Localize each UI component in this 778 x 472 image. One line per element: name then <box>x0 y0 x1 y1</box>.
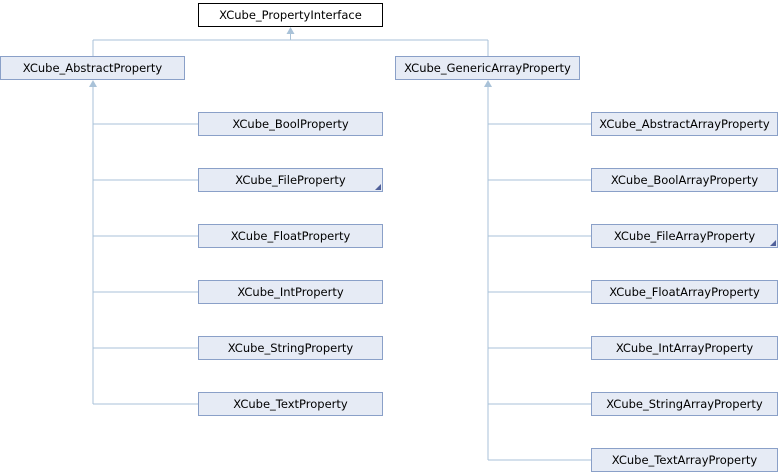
class-node-file-property[interactable]: XCube_FileProperty <box>198 168 383 192</box>
class-node-int-property[interactable]: XCube_IntProperty <box>198 280 383 304</box>
class-node-float-property[interactable]: XCube_FloatProperty <box>198 224 383 248</box>
class-node-float-array-property[interactable]: XCube_FloatArrayProperty <box>591 280 778 304</box>
inheritance-arrowhead <box>286 27 295 34</box>
class-node-string-property[interactable]: XCube_StringProperty <box>198 336 383 360</box>
root-class-node: XCube_PropertyInterface <box>198 3 383 27</box>
inheritance-arrowhead <box>89 80 97 87</box>
class-node-bool-array-property[interactable]: XCube_BoolArrayProperty <box>591 168 778 192</box>
class-node-abstract-array-property[interactable]: XCube_AbstractArrayProperty <box>591 112 778 136</box>
class-node-text-property[interactable]: XCube_TextProperty <box>198 392 383 416</box>
class-node-generic-array-property[interactable]: XCube_GenericArrayProperty <box>395 56 580 80</box>
class-node-string-array-property[interactable]: XCube_StringArrayProperty <box>591 392 778 416</box>
class-node-int-array-property[interactable]: XCube_IntArrayProperty <box>591 336 778 360</box>
class-node-file-array-property[interactable]: XCube_FileArrayProperty <box>591 224 778 248</box>
inheritance-arrowhead <box>484 80 492 87</box>
class-node-text-array-property[interactable]: XCube_TextArrayProperty <box>591 448 778 472</box>
class-node-abstract-property[interactable]: XCube_AbstractProperty <box>0 56 185 80</box>
class-node-bool-property[interactable]: XCube_BoolProperty <box>198 112 383 136</box>
